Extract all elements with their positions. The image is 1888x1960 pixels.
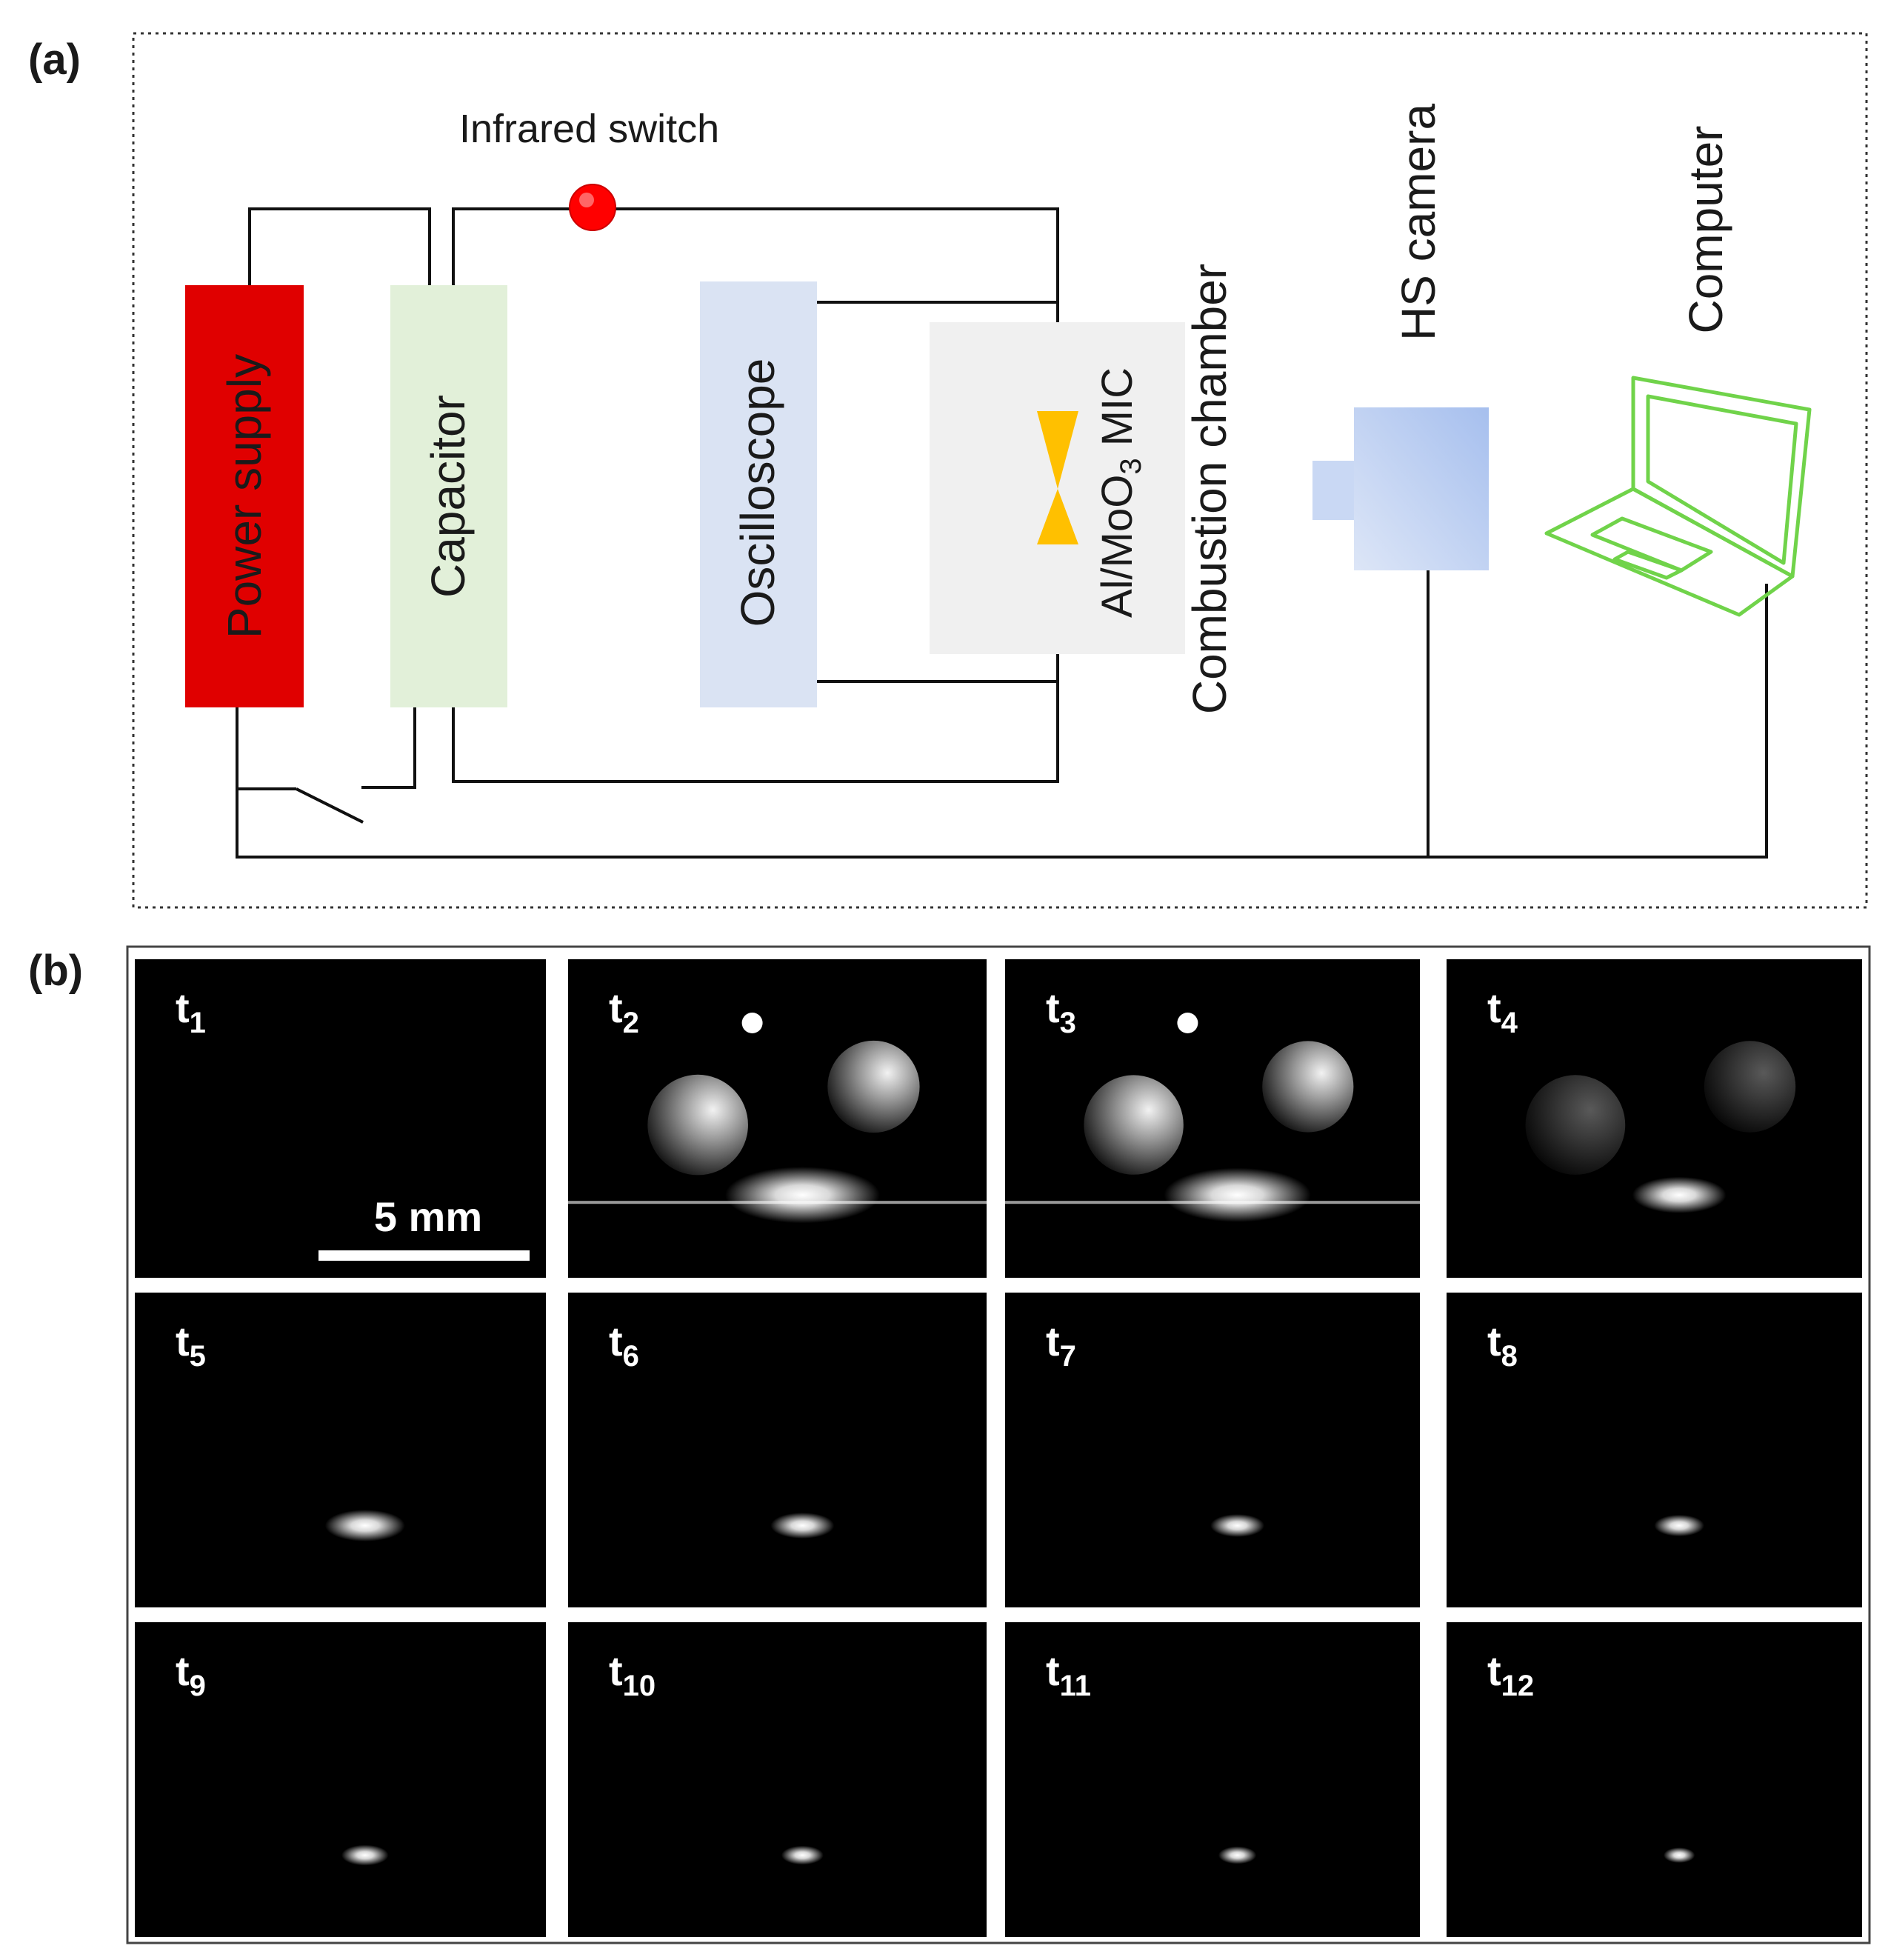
frame-image [568,1622,987,1937]
electrode [1525,1075,1626,1175]
hs-camera-label: HS camera [1392,104,1445,341]
frame-9: t9 [135,1622,546,1937]
combustion-chamber-label: Combustion chamber [1183,264,1236,714]
scale-bar-label: 5 mm [374,1193,482,1240]
frame-image [135,1622,546,1937]
combustion-glow [1210,1514,1264,1537]
light-spot [1177,1013,1198,1033]
electrode [647,1074,748,1176]
frame-image [1447,1622,1862,1937]
capacitor-box [390,285,507,707]
combustion-glow [1218,1846,1257,1864]
frame-time-label: t2 [609,984,639,1039]
frame-time-label: t7 [1046,1318,1076,1373]
electrode [1084,1075,1184,1175]
combustion-glow [781,1845,824,1865]
frame-time-label: t10 [609,1647,656,1702]
frame-5: t5 [135,1293,546,1607]
frame-image [135,959,546,1278]
combustion-chamber-box [930,322,1185,654]
frame-1: t1 [135,959,546,1278]
combustion-glow [1632,1176,1727,1213]
frame-time-label: t8 [1487,1318,1518,1373]
frame-image [568,959,987,1278]
combustion-glow [341,1844,389,1866]
frame-4: t4 [1447,959,1862,1278]
frame-12: t12 [1447,1622,1862,1937]
frame-image [135,1293,546,1607]
circuit-wires [236,207,1768,859]
frames-grid: t1 t2 t3 t4 t5 t6 t7 t8 t9 t10 t11 t12 [135,959,1862,1937]
frame-time-label: t3 [1046,984,1076,1039]
oscilloscope-box [700,281,817,707]
frame-time-label: t12 [1487,1647,1534,1702]
frame-image [1447,1293,1862,1607]
frame-time-label: t11 [1046,1647,1091,1702]
hs-camera-icon [1312,407,1489,570]
panel-b-label: (b) [28,947,83,995]
frame-2: t2 [568,959,987,1278]
frame-7: t7 [1005,1293,1420,1607]
frame-image [1005,959,1420,1278]
frame-11: t11 [1005,1622,1420,1937]
combustion-glow [1654,1514,1704,1537]
electrode [1262,1041,1354,1133]
frame-8: t8 [1447,1293,1862,1607]
light-spot [741,1013,763,1033]
frame-image [1005,1622,1420,1937]
frame-time-label: t5 [176,1318,206,1373]
electrode [1704,1041,1796,1133]
power-supply-box [185,285,304,707]
main-switch [296,787,364,824]
panel-a-label: (a) [28,36,81,84]
frame-6: t6 [568,1293,987,1607]
frame-time-label: t4 [1487,984,1518,1039]
electrode [827,1040,920,1133]
infrared-switch-highlight [579,193,594,207]
frame-image [1447,959,1862,1278]
frame-image [1005,1293,1420,1607]
oscilloscope-label: Oscilloscope [731,359,784,627]
scale-bar [318,1250,530,1261]
power-supply-label: Power supply [218,354,271,639]
combustion-glow [324,1510,405,1541]
laptop-icon [1544,376,1812,617]
frame-10: t10 [568,1622,987,1937]
frame-time-label: t1 [176,984,206,1039]
combustion-glow [1164,1167,1311,1222]
panel-a-border [132,32,1868,909]
frame-time-label: t9 [176,1647,206,1702]
frame-time-label: t6 [609,1318,639,1373]
frame-3: t3 [1005,959,1420,1278]
ignition-bridge-icon [1037,411,1078,544]
infrared-switch-label: Infrared switch [459,107,719,151]
combustion-glow [770,1512,835,1539]
computer-label: Computer [1679,126,1732,334]
infrared-switch-icon [569,184,616,231]
frame-image [568,1293,987,1607]
combustion-glow [1663,1847,1695,1863]
capacitor-label: Capacitor [421,395,475,598]
combustion-glow [725,1167,880,1224]
mic-label: Al/MoO3 MIC [1093,367,1147,618]
